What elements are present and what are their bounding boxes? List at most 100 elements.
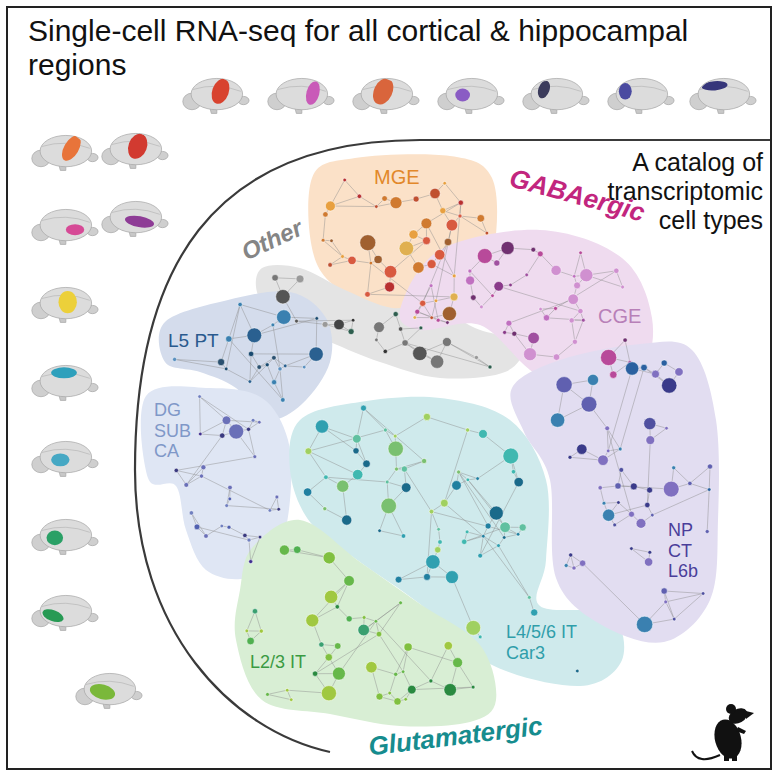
- cell-type-dot: [346, 616, 352, 622]
- brain-icon: [32, 519, 98, 554]
- cell-type-dot: [315, 317, 319, 321]
- cell-type-dot: [258, 420, 262, 424]
- page-title: Single-cell RNA-seq for all cortical & h…: [28, 14, 758, 82]
- brain-icon: [32, 595, 98, 630]
- cell-type-dot: [226, 336, 232, 342]
- cell-type-dot: [568, 455, 572, 459]
- cell-type-dot: [173, 357, 177, 361]
- cell-type-dot: [399, 241, 414, 256]
- cell-type-dot: [452, 481, 462, 491]
- cell-type-dot: [579, 560, 585, 566]
- region-shape: [510, 342, 719, 643]
- cell-type-dot: [672, 466, 676, 470]
- cell-type-dot: [617, 501, 621, 505]
- cell-type-dot: [189, 511, 193, 515]
- region-label: DG SUB CA: [154, 400, 191, 462]
- cell-type-dot: [502, 536, 506, 540]
- cell-type-dot: [358, 624, 370, 636]
- brain-icon: [32, 209, 98, 244]
- cell-type-dot: [648, 550, 652, 554]
- cell-type-dot: [360, 235, 376, 251]
- cell-type-dot: [576, 669, 580, 673]
- cell-type-dot: [351, 318, 355, 322]
- cell-type-dot: [572, 275, 576, 279]
- cell-type-dot: [429, 679, 433, 683]
- region-label: MGE: [374, 166, 420, 189]
- cell-type-dot: [574, 282, 581, 289]
- cell-type-dot: [362, 616, 366, 620]
- cell-type-dot: [265, 363, 269, 367]
- cell-type-dot: [664, 600, 668, 604]
- cell-type-dot: [381, 498, 397, 514]
- cell-type-dot: [501, 241, 514, 254]
- cell-type-dot: [491, 294, 495, 298]
- cell-type-dot: [398, 327, 402, 331]
- cell-type-dot: [427, 260, 436, 269]
- cell-type-dot: [630, 547, 634, 551]
- cell-type-dot: [478, 553, 483, 558]
- cell-type-dot: [334, 643, 341, 650]
- cell-type-dot: [665, 426, 669, 430]
- cell-type-dot: [516, 533, 520, 537]
- cell-type-dot: [613, 523, 617, 527]
- cell-type-dot: [444, 684, 457, 697]
- cell-type-dot: [369, 261, 373, 265]
- cell-type-dot: [257, 365, 262, 370]
- cell-type-dot: [253, 455, 257, 459]
- cell-type-dot: [319, 642, 324, 647]
- cell-type-dot: [509, 283, 513, 287]
- region-label: L2/3 IT: [250, 652, 306, 673]
- cell-type-dot: [480, 305, 484, 309]
- cell-type-dot: [434, 299, 438, 303]
- cell-type-dot: [271, 323, 275, 327]
- cell-type-dot: [550, 413, 564, 427]
- cell-type-dot: [598, 486, 602, 490]
- cell-type-dot: [646, 436, 655, 445]
- region-label: CGE: [598, 305, 641, 328]
- brain-icon: [32, 441, 98, 476]
- region-shape: [399, 230, 653, 398]
- cell-type-dot: [553, 354, 560, 361]
- cell-type-dot: [458, 200, 463, 205]
- brain-icon: [608, 78, 674, 113]
- cell-type-dot: [554, 306, 558, 310]
- cell-type-dot: [309, 347, 323, 361]
- cell-type-dot: [295, 319, 299, 323]
- cell-type-dot: [228, 497, 232, 501]
- cell-type-dot: [388, 691, 392, 695]
- brain-icon: [76, 673, 142, 708]
- cell-type-dot: [278, 367, 282, 371]
- cell-type-dot: [249, 560, 253, 564]
- cell-type-dot: [302, 365, 306, 369]
- cell-type-dot: [321, 238, 325, 242]
- cell-type-dot: [272, 356, 277, 361]
- region-outline: [506, 338, 724, 648]
- cell-type-dot: [268, 509, 272, 513]
- cell-type-dot: [644, 418, 656, 430]
- cell-type-dot: [471, 685, 475, 689]
- cell-type-dot: [322, 321, 328, 327]
- brain-icon: [32, 365, 98, 400]
- cell-type-dot: [466, 620, 481, 635]
- cell-type-dot: [527, 596, 531, 600]
- cell-type-dot: [644, 558, 652, 566]
- region-outline: [230, 514, 502, 732]
- cell-type-dot: [272, 380, 277, 385]
- cell-type-dot: [246, 427, 250, 431]
- cell-type-dot: [435, 547, 441, 553]
- cell-type-dot: [615, 483, 621, 489]
- cell-type-dot: [619, 468, 624, 473]
- heading-note: A catalog of transcriptomic cell types: [598, 148, 763, 234]
- cell-type-dot: [474, 355, 478, 359]
- cell-type-dot: [199, 432, 203, 436]
- cell-type-dot: [581, 318, 585, 322]
- cell-type-dot: [378, 529, 382, 533]
- cell-type-dot: [383, 349, 387, 353]
- cell-type-dot: [220, 524, 224, 528]
- cell-type-dot: [705, 530, 709, 534]
- cell-type-dot: [259, 629, 263, 633]
- cell-type-dot: [437, 528, 441, 532]
- cell-type-dot: [413, 196, 419, 202]
- cell-type-dot: [395, 467, 399, 471]
- cell-type-dot: [625, 362, 638, 375]
